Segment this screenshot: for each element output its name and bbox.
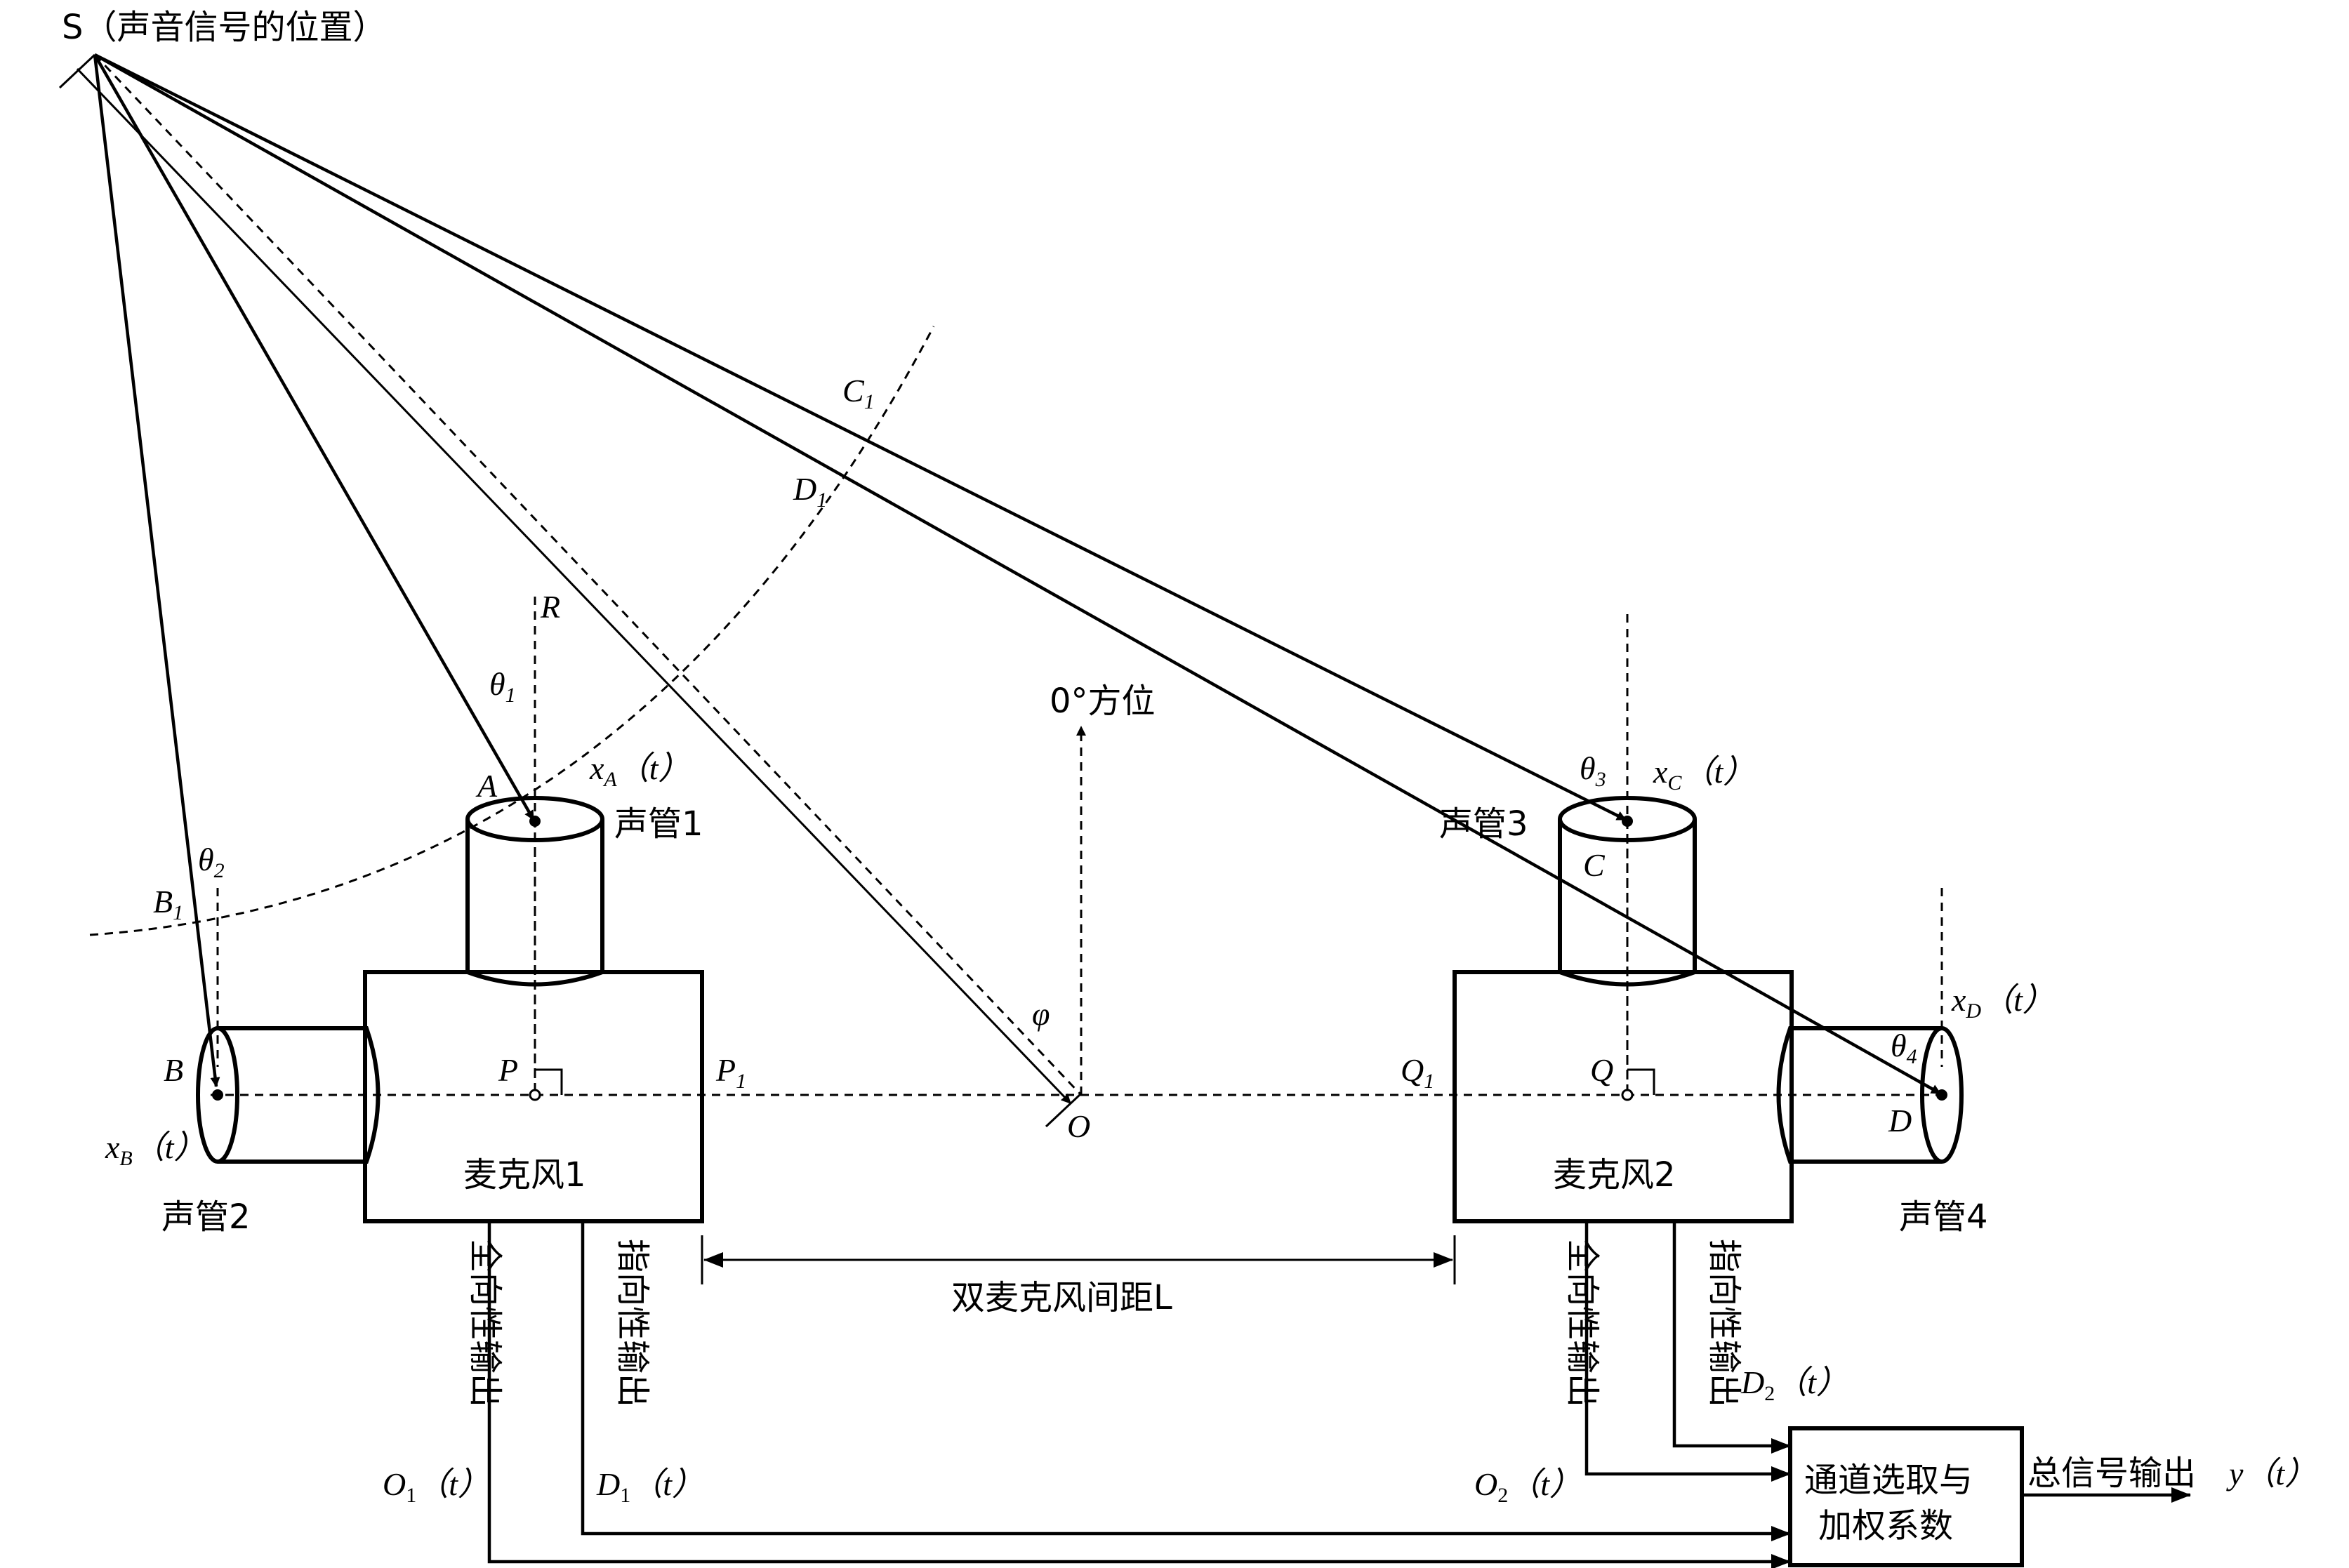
mic2-omni-output-line (1584, 1221, 1791, 1482)
label-D1: D1 (793, 471, 827, 512)
tube2-label: 声管2 (161, 1197, 251, 1237)
source-tick (58, 53, 96, 89)
ray-S-to-D (93, 53, 1942, 1095)
point-Q (1621, 1089, 1634, 1101)
label-Q1: Q1 (1401, 1052, 1434, 1093)
label-A: A (475, 768, 498, 804)
mic2-body (1453, 970, 1794, 1223)
label-B: B (164, 1052, 183, 1088)
label-C: C (1583, 847, 1606, 883)
center-tick (1045, 1092, 1083, 1128)
mic1-dir-label: 指向性输出 (613, 1239, 652, 1407)
label-P: P (498, 1052, 518, 1088)
label-D1-out: D1（t） (596, 1466, 704, 1507)
right-angle-Q (1627, 1068, 1655, 1095)
selector-text-line2: 加权系数 (1818, 1506, 1953, 1546)
label-O1: O1（t） (383, 1466, 490, 1507)
total-output-label: 总信号输出 (2027, 1454, 2196, 1493)
zero-azimuth-label: 0°方位 (1050, 682, 1156, 721)
label-C1: C1 (842, 373, 875, 413)
label-D: D (1888, 1103, 1912, 1138)
mic2-dir-output-line (1672, 1221, 1791, 1454)
label-B1: B1 (153, 884, 183, 924)
label-xD: xD（t） (1951, 982, 2055, 1023)
wavefront-arc (89, 326, 935, 936)
label-theta3: θ3 (1580, 750, 1606, 791)
label-theta4: θ4 (1891, 1028, 1917, 1068)
mic1-omni-label: 全向性输出 (465, 1239, 505, 1407)
label-y-output: y（t） (2226, 1456, 2317, 1491)
label-xA: xA（t） (589, 750, 691, 791)
ray-S-to-C (93, 53, 1627, 822)
mic2-dir-label: 指向性输出 (1705, 1239, 1744, 1407)
mic2-omni-label: 全向性输出 (1563, 1239, 1602, 1407)
point-B (212, 1089, 223, 1101)
source-label: OS（声音信号的位置） (62, 8, 386, 47)
mic1-omni-output-line (487, 1221, 1791, 1568)
selector-text-line1: 通道选取与 (1804, 1461, 1973, 1500)
mic1-label: 麦克风1 (463, 1155, 586, 1195)
label-D2-out: D2（t） (1740, 1364, 1848, 1405)
label-theta1: θ1 (489, 666, 516, 707)
label-P1: P1 (715, 1052, 746, 1093)
label-O: O (1067, 1108, 1090, 1144)
mic2-label: 麦克风2 (1553, 1155, 1676, 1195)
mic1-dir-output-line (581, 1221, 1791, 1541)
label-R: R (540, 589, 560, 625)
label-O2: O2（t） (1474, 1466, 1582, 1507)
tube4-label: 声管4 (1899, 1197, 1988, 1237)
point-P (529, 1089, 541, 1101)
label-xC: xC（t） (1653, 754, 1755, 795)
right-angle-P (535, 1068, 563, 1095)
ray-S-to-A (93, 53, 535, 821)
tube3-label: 声管3 (1439, 804, 1528, 844)
label-theta2: θ2 (198, 842, 225, 882)
label-phi: φ (1032, 996, 1050, 1032)
tube1-label: 声管1 (614, 804, 703, 844)
label-xB: xB（t） (105, 1129, 206, 1170)
source-to-center-dashed (93, 53, 1083, 1096)
channel-selection-box (1788, 1426, 2024, 1567)
spacing-label: 双麦克风间距L (951, 1278, 1172, 1317)
mic1-body (363, 970, 704, 1223)
ray-S-to-O (76, 67, 1072, 1105)
label-Q: Q (1590, 1052, 1613, 1088)
ray-S-to-B (93, 54, 220, 1087)
